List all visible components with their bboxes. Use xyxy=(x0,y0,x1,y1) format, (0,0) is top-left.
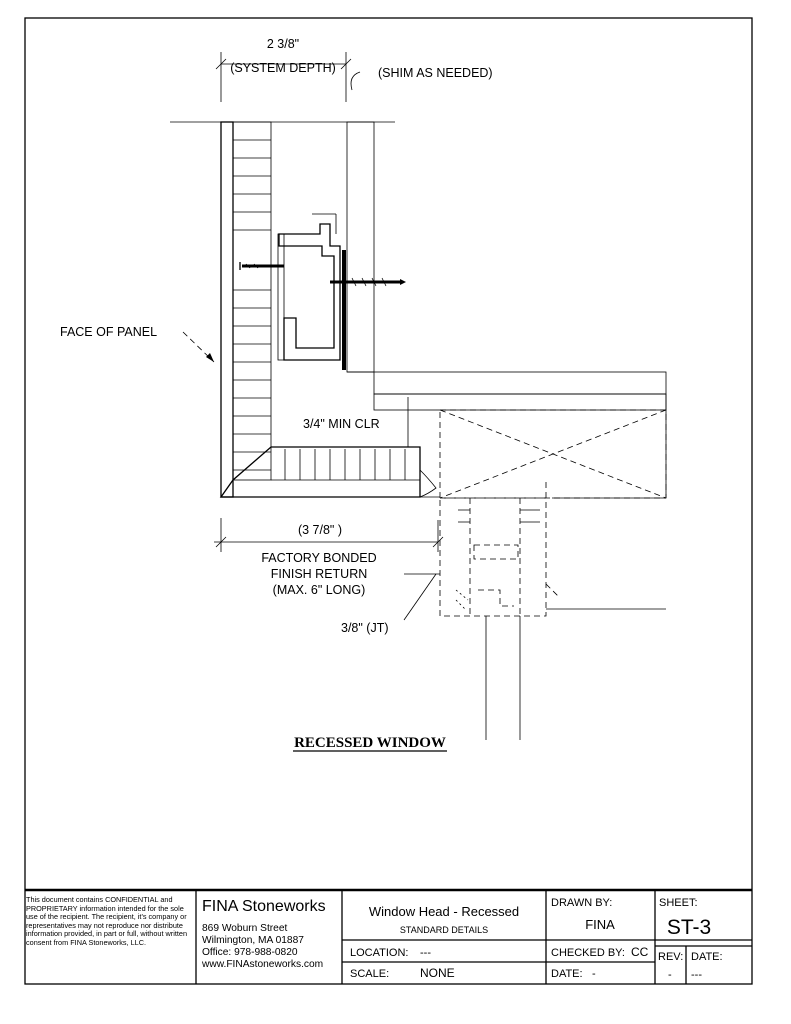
window-frame xyxy=(439,480,666,740)
company-name: FINA Stoneworks xyxy=(202,898,326,915)
company-website[interactable]: www.FINAstoneworks.com xyxy=(202,959,324,970)
detail-subtitle: STANDARD DETAILS xyxy=(400,925,488,935)
face-of-panel-label: FACE OF PANEL xyxy=(60,325,157,339)
sealant-joint xyxy=(419,469,437,498)
stone-panel-core xyxy=(232,121,272,481)
finish-return-label-2: FINISH RETURN xyxy=(271,567,368,581)
rev-label: REV: xyxy=(658,951,683,963)
drawn-by-value: FINA xyxy=(585,917,615,932)
substrate-head xyxy=(373,371,667,395)
detail-title: Window Head - Recessed xyxy=(369,904,519,919)
return-dimension-label: (3 7/8" ) xyxy=(298,523,342,537)
system-depth-label: (SYSTEM DEPTH) xyxy=(230,61,336,75)
company-address-1: 869 Woburn Street xyxy=(202,923,288,934)
aluminum-rail-clip xyxy=(278,223,341,361)
panel-core-lines xyxy=(233,139,271,471)
checked-by-label: CHECKED BY: xyxy=(551,947,625,959)
rev-date-value: --- xyxy=(691,969,702,981)
joint-label: 3/8" (JT) xyxy=(341,621,389,635)
drawn-by-label: DRAWN BY: xyxy=(551,897,612,909)
company-phone: Office: 978-988-0820 xyxy=(202,947,298,958)
system-depth-dimension: 2 3/8" xyxy=(267,37,299,51)
stone-panel-face xyxy=(220,121,234,498)
sheet-number: ST-3 xyxy=(667,916,711,939)
rev-date-label: DATE: xyxy=(691,951,723,963)
factory-bonded-return xyxy=(219,446,421,498)
sheet-label: SHEET: xyxy=(659,897,698,909)
shim-label: (SHIM AS NEEDED) xyxy=(378,66,493,80)
title-block-grid xyxy=(25,888,752,984)
substrate-wall xyxy=(346,121,375,373)
panel-anchor-screw xyxy=(239,262,284,270)
window-head-detail xyxy=(170,52,667,740)
min-clearance-label: 3/4" MIN CLR xyxy=(303,417,380,431)
checked-by-value: CC xyxy=(631,945,649,959)
location-value: --- xyxy=(420,947,431,959)
drawing-title: RECESSED WINDOW xyxy=(294,735,446,751)
rev-value: - xyxy=(668,969,672,981)
scale-label: SCALE: xyxy=(350,968,389,980)
shim-leader xyxy=(350,71,361,91)
joint-leader xyxy=(403,573,437,621)
finish-return-label-1: FACTORY BONDED xyxy=(261,551,376,565)
wall-anchor-screw xyxy=(330,277,406,287)
finish-return-label-3: (MAX. 6" LONG) xyxy=(273,583,366,597)
sheathing-band xyxy=(373,393,667,411)
location-label: LOCATION: xyxy=(350,947,408,959)
confidentiality-notice: This document contains CONFIDENTIAL and … xyxy=(26,895,188,947)
return-core-lines xyxy=(271,449,420,481)
date-value: - xyxy=(592,968,596,980)
company-address-2: Wilmington, MA 01887 xyxy=(202,935,304,946)
date-label: DATE: xyxy=(551,968,583,980)
sheet-border xyxy=(24,17,753,985)
scale-value: NONE xyxy=(420,966,455,980)
